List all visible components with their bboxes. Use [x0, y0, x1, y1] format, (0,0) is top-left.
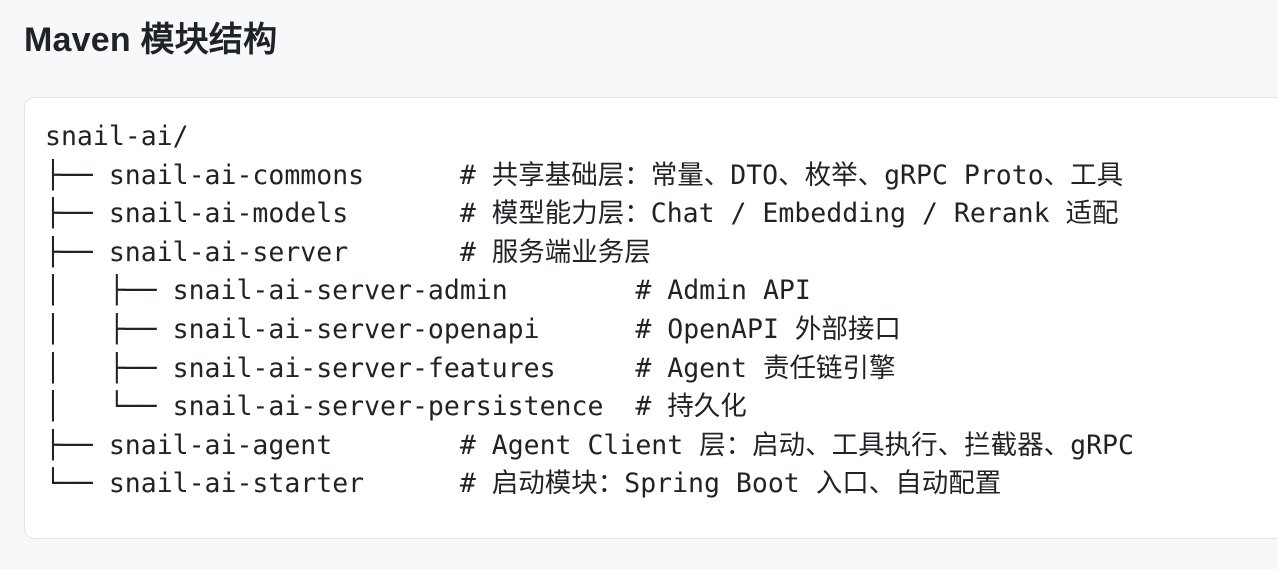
module-name: snail-ai-server-persistence: [172, 391, 636, 423]
module-comment: # 模型能力层：Chat / Embedding / Rerank 适配: [459, 198, 1119, 230]
tree-line-server-persistence: │ └── snail-ai-server-persistence # 持久化: [45, 388, 1134, 427]
tree-line-server-admin: │ ├── snail-ai-server-admin # Admin API: [45, 272, 1134, 311]
tree-line-server-openapi: │ ├── snail-ai-server-openapi # OpenAPI …: [45, 311, 1134, 350]
module-comment: # Agent 责任链引擎: [635, 352, 896, 384]
tree-connector: │ └──: [45, 391, 173, 423]
module-comment: # 服务端业务层: [459, 236, 651, 268]
tree-line-models: ├── snail-ai-models # 模型能力层：Chat / Embed…: [45, 195, 1134, 234]
module-name: snail-ai-server-features: [172, 352, 636, 384]
module-name: snail-ai-starter: [108, 468, 460, 500]
module-name: snail-ai-server-admin: [172, 275, 636, 307]
tree-line-starter: └── snail-ai-starter # 启动模块：Spring Boot …: [45, 465, 1134, 504]
module-comment: # OpenAPI 外部接口: [635, 313, 901, 345]
module-name: snail-ai-models: [108, 198, 460, 230]
tree-connector: │ ├──: [45, 313, 173, 345]
tree-line-server-features: │ ├── snail-ai-server-features # Agent 责…: [45, 350, 1134, 389]
tree-line-commons: ├── snail-ai-commons # 共享基础层：常量、DTO、枚举、g…: [45, 157, 1134, 196]
module-comment: # 共享基础层：常量、DTO、枚举、gRPC Proto、工具: [459, 159, 1124, 191]
module-name: snail-ai-agent: [108, 429, 460, 461]
module-name: snail-ai-server-openapi: [172, 313, 636, 345]
module-name: snail-ai-commons: [108, 159, 460, 191]
tree-line-server: ├── snail-ai-server # 服务端业务层: [45, 234, 1134, 273]
tree-connector: ├──: [45, 429, 109, 461]
tree-connector: │ ├──: [45, 275, 173, 307]
module-comment: # 持久化: [635, 391, 747, 423]
tree-connector: ├──: [45, 198, 109, 230]
module-comment: # 启动模块：Spring Boot 入口、自动配置: [459, 468, 1002, 500]
tree-connector: │ ├──: [45, 352, 173, 384]
module-comment: # Agent Client 层：启动、工具执行、拦截器、gRPC: [459, 429, 1134, 461]
tree-line-root: snail-ai/: [45, 118, 1134, 157]
module-name: snail-ai/: [45, 121, 189, 152]
tree-line-agent: ├── snail-ai-agent # Agent Client 层：启动、工…: [45, 427, 1134, 466]
module-name: snail-ai-server: [108, 236, 460, 268]
module-comment: # Admin API: [635, 275, 811, 307]
tree-connector: ├──: [45, 159, 109, 191]
code-block-panel: snail-ai/ ├── snail-ai-commons # 共享基础层：常量…: [24, 97, 1278, 539]
tree-connector: └──: [45, 468, 109, 500]
module-tree: snail-ai/ ├── snail-ai-commons # 共享基础层：常量…: [45, 118, 1134, 504]
tree-connector: ├──: [45, 236, 109, 268]
page-title: Maven 模块结构: [24, 21, 278, 59]
